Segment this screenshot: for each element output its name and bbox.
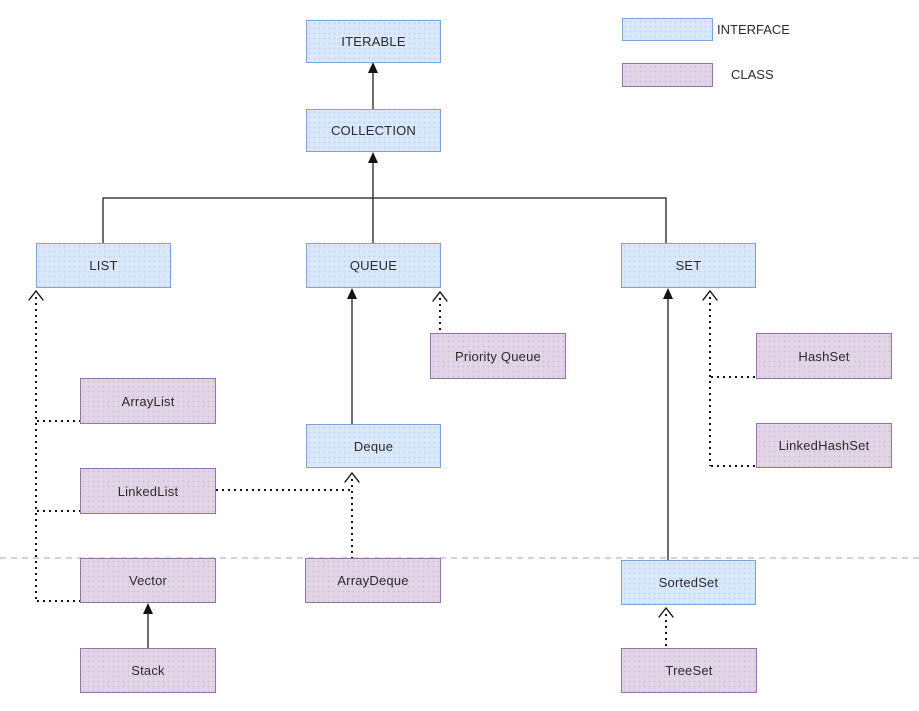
node-arraydeque: ArrayDeque	[305, 558, 441, 603]
edge-priorityqueue-to-queue	[432, 290, 448, 333]
edge-list-implementations	[28, 289, 80, 602]
node-treeset-label: TreeSet	[665, 663, 713, 678]
node-list: LIST	[36, 243, 171, 288]
node-arraylist: ArrayList	[80, 378, 216, 424]
edge-deque-to-queue	[347, 288, 357, 424]
node-hashset-label: HashSet	[798, 348, 850, 364]
node-arraylist-label: ArrayList	[121, 393, 175, 409]
node-iterable-label: ITERABLE	[341, 34, 406, 49]
edge-stack-to-vector	[143, 603, 153, 648]
node-list-label: LIST	[89, 258, 118, 273]
edge-queue-to-collection	[368, 152, 378, 243]
node-vector-label: Vector	[128, 573, 168, 588]
node-queue: QUEUE	[306, 243, 441, 288]
node-deque-label: Deque	[353, 438, 394, 454]
node-collection-label: COLLECTION	[330, 123, 417, 138]
node-arraydeque-label: ArrayDeque	[337, 573, 409, 588]
node-stack-label: Stack	[131, 663, 165, 678]
legend-interface-swatch	[622, 18, 713, 41]
node-treeset: TreeSet	[621, 648, 757, 693]
edge-set-implementations	[702, 289, 756, 467]
node-set-label: SET	[675, 258, 702, 273]
node-priority-queue: Priority Queue	[430, 333, 566, 379]
node-stack: Stack	[80, 648, 216, 693]
node-linkedhashset-label: LinkedHashSet	[778, 438, 870, 453]
edge-treeset-to-sortedset	[658, 606, 674, 648]
node-set: SET	[621, 243, 756, 288]
node-sortedset-label: SortedSet	[658, 575, 719, 590]
node-linkedhashset: LinkedHashSet	[756, 423, 892, 468]
node-sortedset: SortedSet	[621, 560, 756, 605]
node-iterable: ITERABLE	[306, 20, 441, 63]
node-hashset: HashSet	[756, 333, 892, 379]
legend-class-label: CLASS	[731, 67, 774, 82]
node-linkedlist-label: LinkedList	[117, 483, 179, 499]
node-priority-queue-label: Priority Queue	[455, 348, 541, 364]
edge-deque-implementations	[216, 471, 360, 558]
node-vector: Vector	[80, 558, 216, 603]
node-linkedlist: LinkedList	[80, 468, 216, 514]
edge-sortedset-to-set	[663, 288, 673, 560]
edge-collection-to-iterable	[368, 62, 378, 109]
node-queue-label: QUEUE	[349, 258, 398, 273]
edge-branch-connector	[102, 197, 667, 243]
node-collection: COLLECTION	[306, 109, 441, 152]
legend-interface-label: INTERFACE	[717, 22, 790, 37]
legend-class-swatch	[622, 63, 713, 87]
node-deque: Deque	[306, 424, 441, 468]
